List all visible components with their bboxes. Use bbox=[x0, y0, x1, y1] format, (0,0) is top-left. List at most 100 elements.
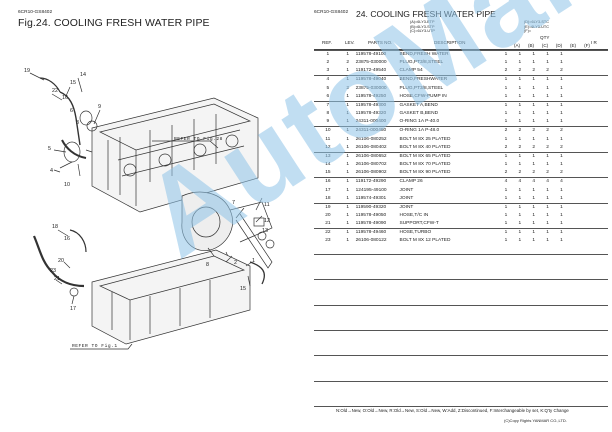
qty-cell bbox=[568, 279, 583, 289]
qty-cell bbox=[554, 347, 568, 356]
qty-cell bbox=[568, 330, 583, 340]
qty-cell bbox=[499, 314, 513, 322]
ref-cell: 12 bbox=[325, 144, 331, 150]
qty-cell bbox=[554, 253, 569, 263]
qty-cell: 1 bbox=[498, 202, 513, 212]
qty-cell: 1 bbox=[518, 93, 522, 99]
qty-cell bbox=[568, 253, 583, 263]
description-cell: CLAMP 26 bbox=[399, 177, 499, 187]
description-cell: GASKET B,BEND bbox=[399, 111, 439, 117]
lev-cell: 1 bbox=[341, 100, 354, 111]
qty-cell bbox=[568, 169, 582, 178]
ir-cell bbox=[582, 355, 608, 365]
qty-cell bbox=[554, 322, 568, 331]
qty-cell: 1 bbox=[546, 187, 549, 193]
qty-cell bbox=[568, 177, 583, 187]
ref-cell bbox=[314, 288, 342, 296]
qty-cell: 2 bbox=[532, 170, 535, 176]
qty-cell: 2 bbox=[532, 144, 535, 150]
qty-cell: 1 bbox=[504, 111, 508, 117]
lev-cell: 1 bbox=[346, 111, 350, 117]
description-cell bbox=[400, 246, 499, 255]
qty-cell bbox=[498, 406, 513, 416]
figure-title: Fig.24. COOLING FRESH WATER PIPE bbox=[18, 17, 210, 29]
qty-cell bbox=[527, 347, 541, 356]
qty-cell bbox=[499, 339, 513, 347]
ref-cell: 13 bbox=[314, 151, 342, 162]
ref-cell: 4 bbox=[314, 75, 342, 85]
refer-fig1-label: REFER TO Fig.1 bbox=[72, 343, 118, 349]
part-number-cell bbox=[354, 296, 400, 305]
qty-cell: 1 bbox=[540, 151, 555, 162]
qty-cell bbox=[513, 296, 527, 305]
description-cell bbox=[400, 288, 499, 296]
qty-cell: 2 bbox=[554, 126, 569, 136]
qty-cell bbox=[527, 373, 541, 382]
qty-cell: 1 bbox=[526, 202, 541, 212]
callout-17: 17 bbox=[70, 306, 76, 312]
qty-cell bbox=[541, 365, 555, 373]
ir-cell bbox=[582, 212, 608, 220]
lev-cell bbox=[342, 296, 354, 305]
qty-cell bbox=[568, 373, 582, 382]
ref-cell bbox=[314, 296, 342, 305]
copyright: (C)Copy Rights YANMAR CO.,LTD. bbox=[504, 418, 567, 423]
lev-cell: 1 bbox=[346, 136, 350, 142]
ir-cell bbox=[582, 110, 608, 118]
ir-cell bbox=[582, 67, 608, 76]
qty-cell: 2 bbox=[560, 68, 563, 74]
ir-cell bbox=[582, 169, 608, 178]
col-d: (D) bbox=[555, 43, 563, 48]
lev-cell bbox=[342, 314, 354, 322]
col-ref: REF. bbox=[322, 40, 332, 45]
ref-cell: 15 bbox=[325, 170, 331, 176]
qty-cell bbox=[554, 314, 568, 322]
qty-cell bbox=[568, 355, 583, 365]
callout-15b: 15 bbox=[240, 286, 246, 292]
table-row bbox=[314, 365, 608, 373]
qty-cell: 4 bbox=[498, 177, 513, 187]
qty-cell bbox=[568, 110, 582, 118]
change-legend: N:Old→New, O:Old→New, R:Old→New, S:Old→N… bbox=[336, 408, 569, 413]
qty-cell: 1 bbox=[546, 162, 549, 168]
col-parts-no: PARTS NO. bbox=[368, 40, 393, 45]
ir-cell bbox=[582, 220, 608, 229]
qty-cell: 1 bbox=[512, 100, 527, 111]
part-number-cell: 26106-080252 bbox=[355, 136, 387, 142]
ref-cell bbox=[314, 355, 342, 365]
ir-cell bbox=[582, 398, 608, 407]
description-cell bbox=[400, 347, 499, 356]
qty-cell bbox=[499, 288, 513, 296]
qty-cell bbox=[568, 288, 582, 296]
header-rule bbox=[314, 49, 608, 50]
callout-18: 18 bbox=[52, 224, 58, 230]
ref-cell: 16 bbox=[314, 177, 342, 187]
qty-cell: 1 bbox=[560, 111, 563, 117]
lev-cell: 1 bbox=[346, 119, 350, 125]
qty-cell: 1 bbox=[560, 212, 563, 218]
ir-cell bbox=[582, 50, 608, 60]
ref-cell: 7 bbox=[314, 100, 342, 111]
qty-cell: 1 bbox=[532, 221, 535, 227]
qty-cell bbox=[568, 100, 583, 111]
qty-cell: 1 bbox=[512, 151, 527, 162]
qty-cell bbox=[568, 126, 583, 136]
part-number-cell: 119578-49090 bbox=[355, 221, 387, 227]
qty-cell bbox=[568, 322, 582, 331]
qty-cell bbox=[526, 253, 541, 263]
ir-cell bbox=[582, 118, 608, 127]
qty-cell: 4 bbox=[554, 177, 569, 187]
table-row bbox=[314, 279, 608, 289]
qty-cell bbox=[513, 314, 527, 322]
qty-cell bbox=[540, 380, 555, 390]
table-row bbox=[314, 380, 608, 390]
qty-cell bbox=[568, 93, 582, 102]
qty-cell bbox=[540, 253, 555, 263]
ir-cell bbox=[582, 75, 608, 85]
